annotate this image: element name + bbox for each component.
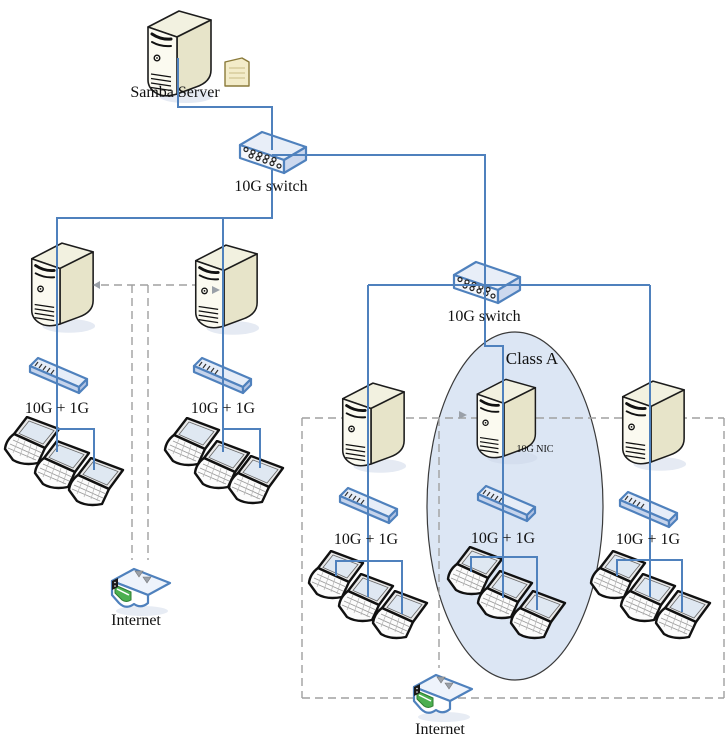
- class-a-label: Class A: [505, 349, 559, 368]
- core-switch-label: 10G switch: [234, 178, 308, 195]
- edge-switch-icon-1: [28, 356, 89, 395]
- server-icon-right-3: [621, 379, 688, 472]
- samba-folder-icon: [224, 57, 250, 87]
- internet-icon-left: [110, 567, 172, 618]
- edge-switch-label-5: 10G + 1G: [615, 531, 681, 548]
- server-icon-left-1: [30, 241, 97, 334]
- server-icon-left-2: [194, 243, 261, 336]
- secondary-10g-switch-icon: [452, 260, 522, 305]
- server-icon-right-1: [341, 381, 408, 474]
- network-links: [56, 58, 683, 614]
- edge-switch-label-3: 10G + 1G: [333, 531, 399, 548]
- class-a-nic-label: 10G NIC: [516, 444, 554, 455]
- edge-switch-label-1: 10G + 1G: [24, 400, 90, 417]
- internet-label-left: Internet: [111, 612, 161, 629]
- samba-server-label: Samba Server: [130, 84, 220, 101]
- dashed-arrowheads: [93, 281, 467, 419]
- edge-switch-icon-5: [618, 490, 679, 529]
- edge-switch-label-4: 10G + 1G: [470, 530, 536, 547]
- edge-switch-label-2: 10G + 1G: [190, 400, 256, 417]
- secondary-switch-label: 10G switch: [447, 308, 521, 325]
- internet-label-right: Internet: [415, 721, 465, 738]
